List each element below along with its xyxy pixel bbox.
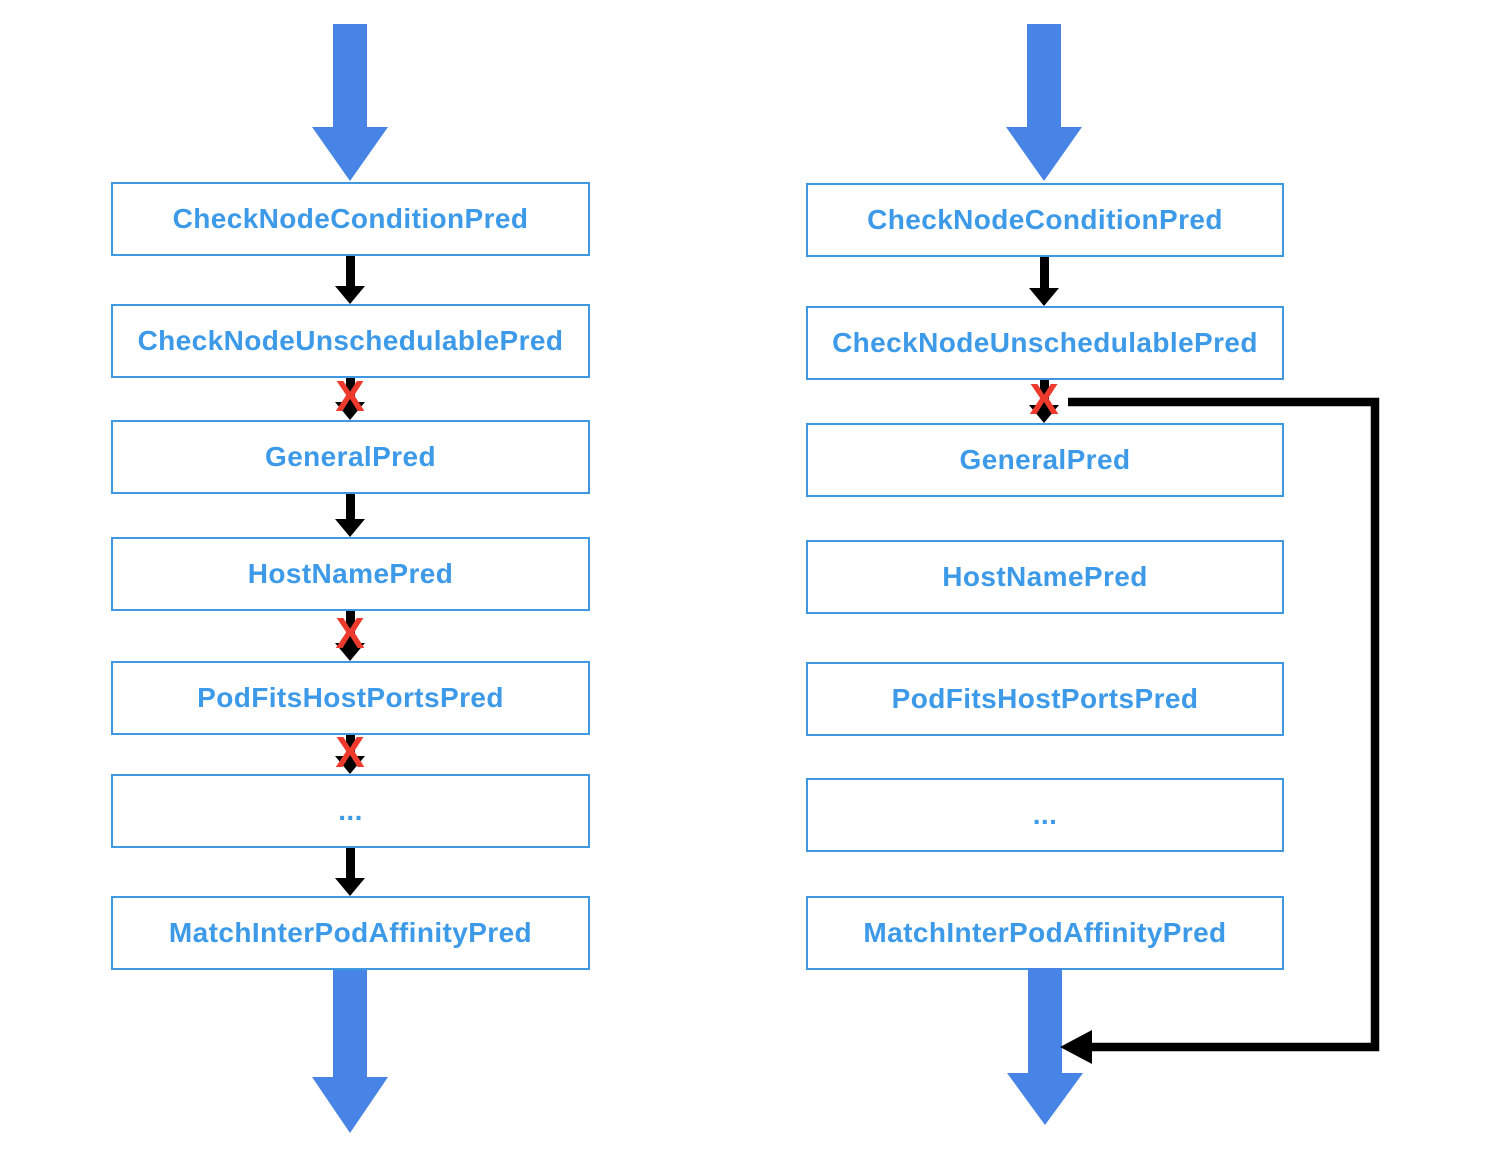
left-node-match-inter-pod-affinity-pred: MatchInterPodAffinityPred: [111, 896, 590, 970]
fail-x-icon: X: [335, 609, 365, 659]
down-arrow-icon: [1039, 380, 1049, 405]
connector-pass: [1029, 257, 1059, 306]
right-node-general-pred: GeneralPred: [806, 423, 1284, 497]
flow-in-arrow-icon: [312, 24, 388, 181]
predicate-label: CheckNodeConditionPred: [172, 203, 529, 234]
down-arrowhead-icon: [335, 286, 365, 304]
bypass-route-path: [1068, 397, 1380, 1052]
predicate-label: HostNamePred: [942, 561, 1148, 592]
predicate-label: CheckNodeConditionPred: [867, 204, 1223, 235]
predicate-label: HostNamePred: [247, 558, 454, 589]
flow-out-arrow-icon: [1007, 968, 1083, 1125]
connector-pass: [335, 256, 365, 304]
down-arrow-icon: [345, 256, 355, 286]
predicate-label: CheckNodeUnschedulablePred: [137, 325, 564, 356]
connector-fail: X: [335, 611, 365, 661]
right-node-check-node-unschedulable-pred: CheckNodeUnschedulablePred: [806, 306, 1284, 380]
predicate-label: ...: [1032, 799, 1058, 830]
down-arrow-icon: [1039, 257, 1049, 288]
connector-fail: X: [335, 730, 365, 774]
connector-pass: [335, 848, 365, 896]
down-arrowhead-icon: [335, 402, 365, 420]
predicate-label: CheckNodeUnschedulablePred: [832, 327, 1258, 358]
down-arrowhead-icon: [1029, 405, 1059, 423]
down-arrow-icon: [345, 378, 355, 402]
right-node-pod-fits-host-ports-pred: PodFitsHostPortsPred: [806, 662, 1284, 736]
flow-out-arrow-icon: [312, 970, 388, 1133]
fail-x-icon: X: [1029, 374, 1059, 424]
connector-fail: X: [1029, 374, 1059, 424]
right-node-host-name-pred: HostNamePred: [806, 540, 1284, 614]
right-node-check-node-condition-pred: CheckNodeConditionPred: [806, 183, 1284, 257]
predicate-label: MatchInterPodAffinityPred: [168, 917, 533, 948]
predicate-label: PodFitsHostPortsPred: [197, 682, 504, 713]
left-node-check-node-unschedulable-pred: CheckNodeUnschedulablePred: [111, 304, 590, 378]
down-arrowhead-icon: [1029, 288, 1059, 306]
left-node-check-node-condition-pred: CheckNodeConditionPred: [111, 182, 590, 256]
predicate-label: PodFitsHostPortsPred: [891, 683, 1199, 714]
predicate-label: GeneralPred: [265, 441, 436, 472]
down-arrow-icon: [345, 735, 355, 756]
left-node-ellipsis: ...: [111, 774, 590, 848]
predicate-label: ...: [338, 795, 363, 826]
left-node-host-name-pred: HostNamePred: [111, 537, 590, 611]
bypass-route-line: [1060, 397, 1380, 1064]
down-arrowhead-icon: [335, 756, 365, 774]
left-node-general-pred: GeneralPred: [111, 420, 590, 494]
predicate-label: GeneralPred: [959, 444, 1131, 475]
fail-x-icon: X: [335, 372, 365, 422]
left-arrowhead-icon: [1060, 1030, 1092, 1064]
flow-in-arrow-icon: [1006, 24, 1082, 181]
right-node-ellipsis: ...: [806, 778, 1284, 852]
connector-pass: [335, 494, 365, 537]
left-node-pod-fits-host-ports-pred: PodFitsHostPortsPred: [111, 661, 590, 735]
down-arrow-icon: [345, 848, 355, 878]
predicate-label: MatchInterPodAffinityPred: [863, 917, 1227, 948]
down-arrow-icon: [345, 611, 355, 643]
right-node-match-inter-pod-affinity-pred: MatchInterPodAffinityPred: [806, 896, 1284, 970]
down-arrowhead-icon: [335, 878, 365, 896]
down-arrowhead-icon: [335, 643, 365, 661]
down-arrow-icon: [345, 494, 355, 519]
fail-x-icon: X: [335, 727, 365, 777]
down-arrowhead-icon: [335, 519, 365, 537]
connector-fail: X: [335, 372, 365, 422]
